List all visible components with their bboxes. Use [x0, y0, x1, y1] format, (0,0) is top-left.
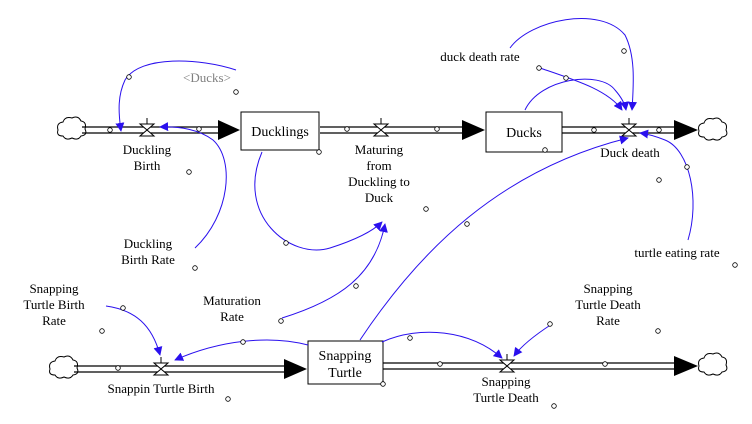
pipe-arrowhead-duckling-birth — [218, 120, 240, 140]
link-turtlebirthrate-to-turtle-birth — [105, 305, 163, 356]
flow-maturing-label-1[interactable]: Maturing — [355, 142, 404, 157]
valve-maturing[interactable] — [372, 118, 390, 137]
stock-turtle-label-1: Snapping — [319, 349, 372, 364]
cloud-sink-ducks — [698, 117, 728, 141]
link-deathrate-to-turtle-death — [513, 323, 553, 357]
stock-ducks-label: Ducks — [506, 126, 542, 141]
valve-turtle-death[interactable] — [498, 354, 516, 373]
variable-duck-death-rate[interactable]: duck death rate — [440, 49, 520, 64]
flow-duck-death-label[interactable]: Duck death — [600, 145, 660, 160]
stock-snapping-turtle[interactable]: Snapping Turtle — [307, 340, 384, 385]
flow-duckling-birth-label-2[interactable]: Birth — [134, 158, 161, 173]
valve-turtle-birth[interactable] — [152, 357, 170, 376]
flow-maturing-label-2[interactable]: from — [366, 158, 391, 173]
variable-duckling-birth-rate-2[interactable]: Birth Rate — [121, 252, 175, 267]
shadow-variable-ducks[interactable]: <Ducks> — [183, 70, 231, 85]
link-turtle-to-turtle-death — [381, 331, 503, 359]
flow-duckling-birth-label-1[interactable]: Duckling — [123, 142, 172, 157]
stock-ducklings[interactable]: Ducklings — [240, 111, 320, 151]
flow-turtle-death-label-2[interactable]: Turtle Death — [473, 390, 539, 405]
link-ducklings-to-duck-death — [509, 18, 638, 111]
stock-turtle-label-2: Turtle — [328, 366, 362, 381]
connection-dots — [99, 48, 738, 409]
cloud-source-duckling — [57, 116, 87, 140]
flow-maturing-label-4[interactable]: Duck — [365, 190, 394, 205]
pipe-arrowhead-maturing — [462, 120, 485, 140]
variable-turtle-birth-rate-3[interactable]: Rate — [42, 313, 66, 328]
variable-maturation-rate-2[interactable]: Rate — [220, 309, 244, 324]
variable-maturation-rate-1[interactable]: Maturation — [203, 293, 261, 308]
pipe-maturing — [320, 126, 466, 134]
stock-ducklings-label: Ducklings — [251, 125, 309, 140]
pipe-arrowhead-duck-death — [674, 120, 698, 140]
variable-turtle-birth-rate-2[interactable]: Turtle Birth — [23, 297, 85, 312]
pipe-arrowhead-turtle-birth — [284, 359, 307, 379]
pipe-turtle-death — [383, 362, 678, 370]
link-deathrate-to-duck-death — [539, 67, 623, 111]
cloud-sink-turtle — [698, 352, 728, 376]
pipe-duck-death — [562, 126, 678, 134]
link-birthrate-to-duckling-birth — [159, 122, 227, 249]
link-ducks-to-duck-death — [524, 78, 630, 111]
pipe-turtle-birth — [74, 365, 288, 373]
link-turtle-to-duck-death — [359, 135, 629, 341]
link-ducklings-to-maturing — [254, 151, 383, 251]
pipe-arrowhead-turtle-death — [674, 356, 698, 376]
flow-maturing-label-3[interactable]: Duckling to — [348, 174, 410, 189]
variable-duckling-birth-rate-1[interactable]: Duckling — [124, 236, 173, 251]
variable-turtle-death-rate-3[interactable]: Rate — [596, 313, 620, 328]
variable-turtle-eating-rate[interactable]: turtle eating rate — [634, 245, 719, 260]
stock-ducks[interactable]: Ducks — [485, 111, 563, 153]
flow-turtle-birth-label[interactable]: Snappin Turtle Birth — [108, 381, 215, 396]
variable-turtle-death-rate-2[interactable]: Turtle Death — [575, 297, 641, 312]
valve-duckling-birth[interactable] — [138, 118, 156, 137]
variable-turtle-birth-rate-1[interactable]: Snapping — [29, 281, 79, 296]
flow-turtle-death-label-1[interactable]: Snapping — [481, 374, 531, 389]
influence-links — [105, 18, 694, 361]
link-eatingrate-to-duck-death — [639, 129, 694, 241]
link-ducks-to-duckling-birth — [115, 60, 237, 132]
link-maturationrate-to-maturing — [281, 223, 388, 319]
variable-turtle-death-rate-1[interactable]: Snapping — [583, 281, 633, 296]
cloud-source-turtle — [49, 355, 79, 379]
